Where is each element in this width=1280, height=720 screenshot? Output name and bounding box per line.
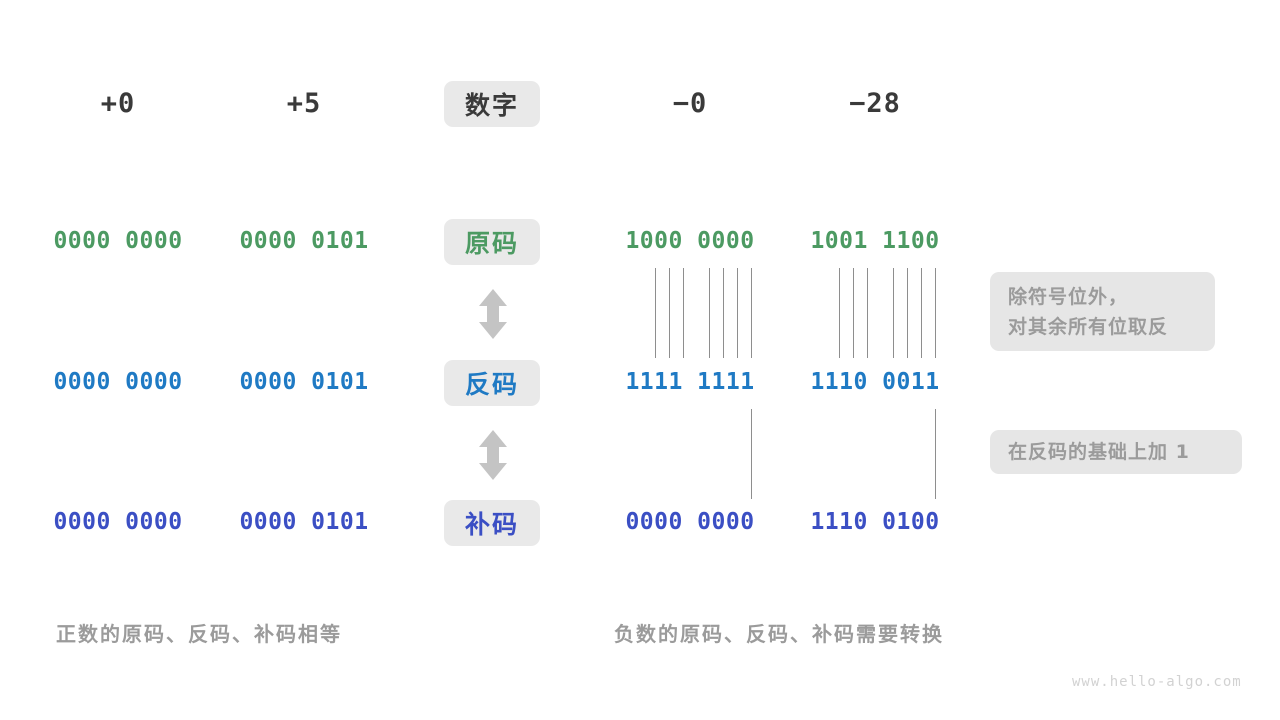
- ones-complement-right-minus-twentyeight: 1110 0011: [810, 369, 940, 395]
- bit-connector: [737, 268, 738, 358]
- number-header-plus-zero: +0: [100, 88, 136, 119]
- carry-connector: [751, 409, 752, 499]
- note-invert-line2: 对其余所有位取反: [1008, 315, 1169, 338]
- bit-connector: [839, 268, 840, 358]
- note-add-one-line1: 在反码的基础上加 1: [1008, 441, 1190, 463]
- bit-connector: [723, 268, 724, 358]
- row-label-sign-magnitude: 原码: [444, 219, 540, 265]
- row-label-ones-complement: 反码: [444, 360, 540, 406]
- twos-complement-right-minus-zero: 0000 0000: [625, 509, 755, 535]
- bit-connector: [935, 268, 936, 358]
- double-arrow-vertical-top: [473, 288, 513, 340]
- ones-complement-left-plus-zero: 0000 0000: [53, 369, 183, 395]
- bit-connector: [907, 268, 908, 358]
- bit-connector: [921, 268, 922, 358]
- caption-positive: 正数的原码、反码、补码相等: [56, 622, 342, 646]
- twos-complement-left-plus-zero: 0000 0000: [53, 509, 183, 535]
- ones-complement-right-minus-zero: 1111 1111: [625, 369, 755, 395]
- sign-magnitude-right-minus-twentyeight: 1001 1100: [810, 228, 940, 254]
- number-header-minus-twentyeight: −28: [849, 88, 901, 119]
- note-invert-line1: 除符号位外，: [1008, 285, 1129, 308]
- ones-complement-left-plus-five: 0000 0101: [239, 369, 369, 395]
- twos-complement-right-minus-twentyeight: 1110 0100: [810, 509, 940, 535]
- row-label-twos-complement: 补码: [444, 500, 540, 546]
- carry-connector: [935, 409, 936, 499]
- bit-connector: [683, 268, 684, 358]
- sign-magnitude-right-minus-zero: 1000 0000: [625, 228, 755, 254]
- sign-magnitude-left-plus-zero: 0000 0000: [53, 228, 183, 254]
- double-arrow-vertical-icon: [479, 430, 507, 480]
- number-header-minus-zero: −0: [672, 88, 708, 119]
- sign-magnitude-left-plus-five: 0000 0101: [239, 228, 369, 254]
- number-header-plus-five: +5: [286, 88, 322, 119]
- watermark: www.hello-algo.com: [1072, 674, 1242, 690]
- twos-complement-left-plus-five: 0000 0101: [239, 509, 369, 535]
- bit-connector: [853, 268, 854, 358]
- row-label-number: 数字: [444, 81, 540, 127]
- bit-connector: [709, 268, 710, 358]
- bit-connector: [655, 268, 656, 358]
- bit-connector: [751, 268, 752, 358]
- double-arrow-vertical-bottom: [473, 429, 513, 481]
- caption-negative: 负数的原码、反码、补码需要转换: [614, 622, 944, 646]
- note-add-one: 在反码的基础上加 1: [990, 430, 1242, 474]
- bit-connector: [893, 268, 894, 358]
- double-arrow-vertical-icon: [479, 289, 507, 339]
- bit-connector: [669, 268, 670, 358]
- bit-connector: [867, 268, 868, 358]
- note-invert-bits: 除符号位外， 对其余所有位取反: [990, 272, 1215, 351]
